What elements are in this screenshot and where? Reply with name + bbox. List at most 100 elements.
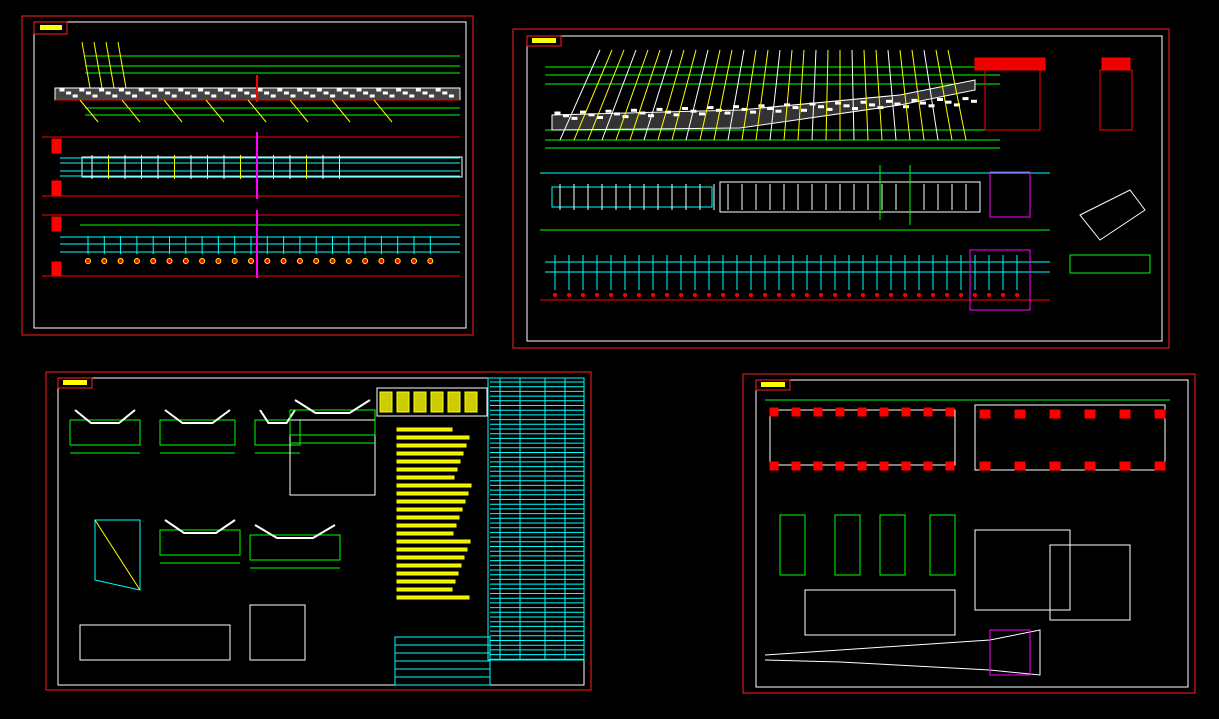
pier [901, 407, 911, 417]
leader-line [947, 49, 967, 141]
foundation-plan-outline [769, 409, 956, 466]
leader-line [81, 41, 91, 89]
belt-texture [369, 94, 375, 98]
belt-texture [402, 91, 408, 95]
belt-texture [571, 116, 578, 120]
pier [769, 407, 779, 417]
belt-texture [217, 88, 223, 92]
belt-texture [809, 102, 816, 106]
foundation-section [804, 589, 956, 636]
support-marker [264, 258, 271, 264]
belt-texture [244, 91, 250, 95]
belt-texture [336, 88, 342, 92]
support-marker [378, 258, 385, 264]
belt-texture [448, 94, 454, 98]
support-marker [581, 293, 585, 297]
support-marker [875, 293, 879, 297]
belt-texture [343, 91, 349, 95]
belt-texture [614, 112, 620, 116]
leader-line [331, 99, 351, 123]
belt-texture [158, 88, 164, 92]
support-marker [150, 258, 157, 264]
belt-texture [852, 107, 858, 110]
idler-frame [254, 419, 301, 446]
pulley-base [1069, 254, 1151, 274]
leader-line [911, 49, 925, 141]
sheet-idler-details[interactable] [45, 371, 592, 691]
belt-texture [750, 110, 756, 114]
belt-texture [435, 88, 441, 92]
belt-texture [198, 88, 204, 92]
belt-texture [376, 88, 382, 92]
pier [879, 461, 889, 471]
idler-frame [249, 534, 341, 561]
support-marker [749, 293, 753, 297]
belt-texture [962, 97, 969, 101]
pulley-foundation-detail [1049, 544, 1131, 621]
belt-texture [665, 110, 671, 114]
sheet-foundation-plan[interactable] [742, 373, 1196, 694]
sheet-conveyor-head-section[interactable] [512, 28, 1170, 349]
leader-line [875, 49, 883, 141]
belt-texture [707, 106, 714, 110]
leader-line [289, 99, 309, 123]
belt-texture [792, 106, 799, 110]
support-marker [609, 293, 613, 297]
belt-texture [429, 94, 435, 98]
support-marker [651, 293, 655, 297]
support-marker [85, 258, 91, 264]
support-marker [917, 293, 921, 297]
belt-texture [72, 94, 78, 98]
belt-texture [99, 88, 105, 92]
leader-line [887, 49, 897, 141]
troughed-idler [254, 524, 336, 539]
leader-line [783, 49, 793, 141]
belt-texture [237, 88, 243, 92]
belt-texture [409, 94, 415, 98]
sheet-conveyor-overview[interactable] [21, 15, 474, 336]
drawing-frame [33, 21, 467, 329]
support-marker [567, 293, 571, 297]
spec-cell [396, 391, 410, 413]
pier-elevation-detail [779, 514, 806, 576]
belt-texture [316, 88, 322, 92]
belt-plan [81, 156, 463, 178]
belt-texture [105, 91, 111, 95]
belt-texture [270, 94, 276, 98]
support-marker [133, 258, 140, 264]
support-marker [973, 293, 977, 297]
spec-cell [430, 391, 444, 413]
support-marker [959, 293, 963, 297]
pier [857, 461, 867, 471]
belt-texture [580, 110, 586, 114]
support-marker [861, 293, 865, 297]
leader-line [205, 99, 225, 123]
belt-texture [211, 94, 217, 98]
belt-texture [85, 91, 91, 95]
belt-texture [323, 91, 329, 95]
support-marker [101, 258, 108, 264]
title-tag [57, 377, 93, 389]
title-tag [755, 379, 791, 391]
leader-line [851, 49, 855, 141]
bracket-detail [249, 604, 306, 661]
pier [879, 407, 889, 417]
belt-texture [954, 103, 960, 107]
pier [945, 407, 955, 417]
belt-texture [682, 107, 688, 110]
support-marker [199, 258, 206, 264]
belt-texture [178, 88, 184, 92]
support-marker [1015, 293, 1019, 297]
leader-line [163, 99, 183, 123]
support-marker [394, 258, 401, 264]
note-text-line [396, 539, 471, 544]
belt-texture [920, 101, 926, 105]
note-text-line [396, 451, 464, 456]
sheet-border [742, 373, 1196, 694]
note-text-line [396, 571, 459, 576]
support-marker [411, 258, 417, 264]
belt-texture [415, 88, 421, 92]
belt-texture [224, 91, 230, 95]
title-tag-text-block [761, 382, 785, 387]
